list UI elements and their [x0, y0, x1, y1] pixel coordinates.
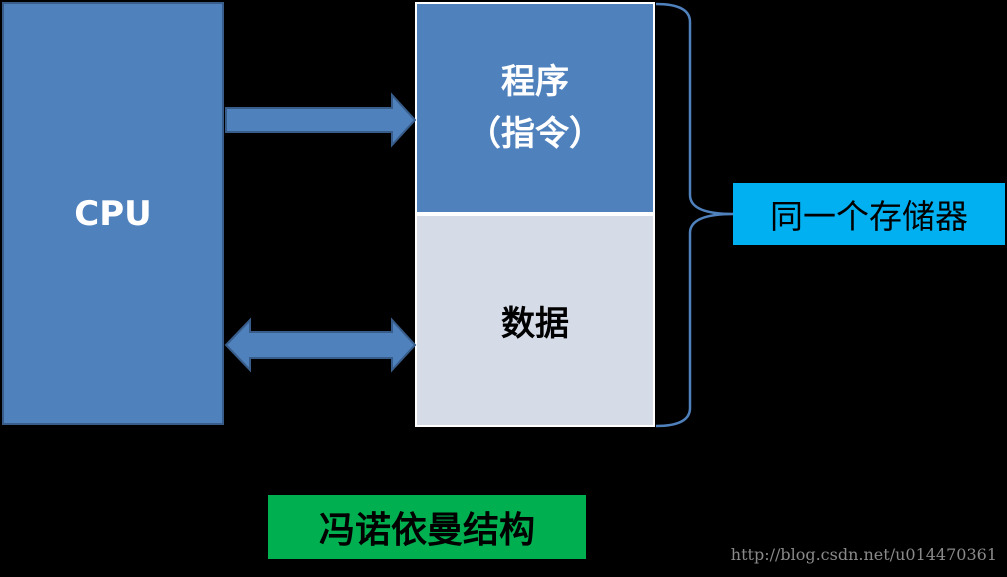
program-label: 程序 — [501, 62, 569, 102]
cpu-block: CPU — [2, 2, 224, 425]
instruction-arrow — [225, 92, 417, 148]
data-memory-block: 数据 — [415, 214, 655, 427]
data-label: 数据 — [501, 304, 569, 344]
cpu-label: CPU — [74, 193, 152, 234]
caption-text: 冯诺依曼结构 — [318, 510, 535, 551]
shared-memory-label: 同一个存储器 — [733, 183, 1005, 245]
instruction-label: （指令） — [467, 114, 603, 154]
program-memory-block: 程序 （指令） — [415, 2, 655, 214]
shared-memory-text: 同一个存储器 — [770, 197, 968, 236]
data-bidirectional-arrow — [224, 317, 417, 373]
diagram-caption: 冯诺依曼结构 — [268, 495, 586, 559]
memory-brace — [655, 2, 734, 428]
watermark-url: http://blog.csdn.net/u014470361 — [730, 545, 997, 564]
